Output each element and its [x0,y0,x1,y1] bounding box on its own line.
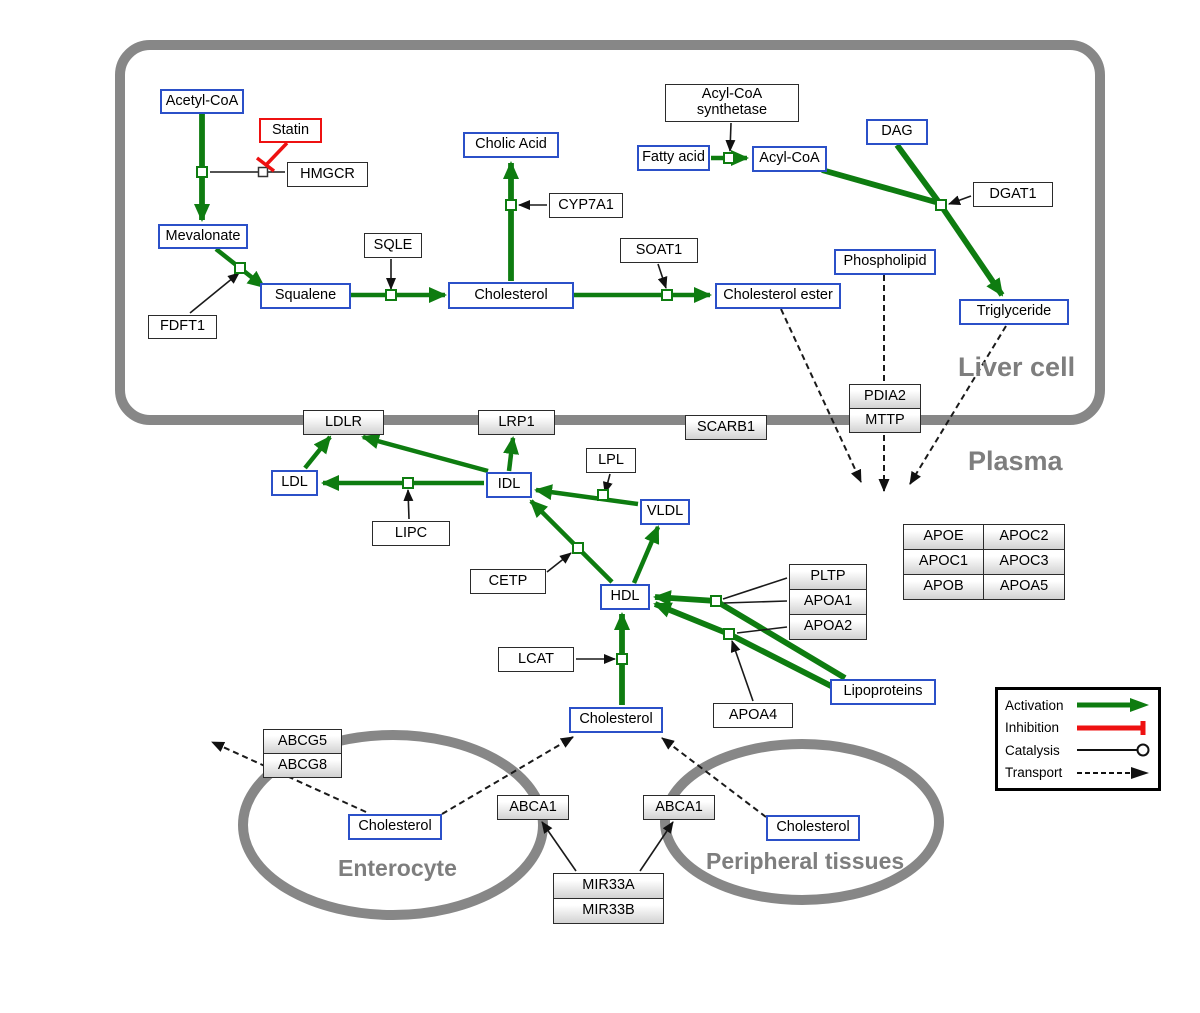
liver-cell-outline [115,40,1105,425]
legend-transport-label: Transport [1005,765,1063,781]
legend-row-catalysis: Catalysis [1005,742,1151,758]
node-lipoproteins[interactable]: Lipoproteins [830,679,936,705]
node-cyp7a1[interactable]: CYP7A1 [549,193,623,218]
node-lpl[interactable]: LPL [586,448,636,473]
node-mir33a[interactable]: MIR33A [553,873,664,899]
node-phospholipid[interactable]: Phospholipid [834,249,936,275]
node-vldl[interactable]: VLDL [640,499,690,525]
node-apoc2[interactable]: APOC2 [983,524,1065,550]
node-mevalonate[interactable]: Mevalonate [158,224,248,249]
node-idl[interactable]: IDL [486,472,532,498]
inhibition-tbar-glyph [1077,720,1146,735]
node-cholesterol-enterocyte[interactable]: Cholesterol [348,814,442,840]
node-hdl[interactable]: HDL [600,584,650,610]
node-dag[interactable]: DAG [866,119,928,145]
legend-row-inhibition: Inhibition [1005,720,1151,736]
node-lipc[interactable]: LIPC [372,521,450,546]
node-fdft1[interactable]: FDFT1 [148,315,217,339]
node-pltp[interactable]: PLTP [789,564,867,590]
liver-cell-label: Liver cell [958,352,1076,382]
legend: Activation Inhibition Catalysis Transpor… [995,687,1161,791]
catalysis-circle-glyph [1077,743,1150,757]
node-ldlr[interactable]: LDLR [303,410,384,435]
enterocyte-label: Enterocyte [338,855,457,881]
node-cetp[interactable]: CETP [470,569,546,594]
node-cholic-acid[interactable]: Cholic Acid [463,132,559,158]
node-pdia2[interactable]: PDIA2 [849,384,921,409]
node-mttp[interactable]: MTTP [849,408,921,433]
node-lcat[interactable]: LCAT [498,647,574,672]
hmgcr-catalysis-port [257,166,269,178]
node-apoe[interactable]: APOE [903,524,984,550]
node-cholesterol-liver[interactable]: Cholesterol [448,282,574,309]
node-abca1-left[interactable]: ABCA1 [497,795,569,820]
peripheral-tissues-label: Peripheral tissues [706,848,905,874]
node-apoa5[interactable]: APOA5 [983,574,1065,600]
node-abcg5[interactable]: ABCG5 [263,729,342,754]
node-hmgcr[interactable]: HMGCR [287,162,368,187]
node-apoa2[interactable]: APOA2 [789,614,867,640]
node-ldl[interactable]: LDL [271,470,318,496]
node-fatty-acid[interactable]: Fatty acid [637,145,710,171]
node-triglyceride[interactable]: Triglyceride [959,299,1069,325]
node-cholesterol-plasma[interactable]: Cholesterol [569,707,663,733]
legend-row-activation: Activation [1005,697,1151,713]
node-dgat1[interactable]: DGAT1 [973,182,1053,207]
activation-arrow-glyph [1077,698,1149,713]
node-apoa4[interactable]: APOA4 [713,703,793,728]
node-apob[interactable]: APOB [903,574,984,600]
node-statin[interactable]: Statin [259,118,322,143]
node-scarb1[interactable]: SCARB1 [685,415,767,440]
plasma-label: Plasma [968,446,1063,476]
transport-arrow-glyph [1077,766,1149,779]
node-apoc1[interactable]: APOC1 [903,549,984,575]
legend-catalysis-label: Catalysis [1005,742,1060,758]
inhibition-edge [255,141,289,173]
reaction-nodes [196,152,947,665]
legend-row-transport: Transport [1005,765,1151,781]
legend-activation-label: Activation [1005,697,1064,713]
node-soat1[interactable]: SOAT1 [620,238,698,263]
node-lrp1[interactable]: LRP1 [478,410,555,435]
node-acetyl-coa[interactable]: Acetyl-CoA [160,89,244,114]
node-abca1-right[interactable]: ABCA1 [643,795,715,820]
node-mir33b[interactable]: MIR33B [553,898,664,924]
node-apoc3[interactable]: APOC3 [983,549,1065,575]
node-abcg8[interactable]: ABCG8 [263,753,342,778]
legend-inhibition-label: Inhibition [1005,720,1060,736]
node-apoa1[interactable]: APOA1 [789,589,867,615]
node-cholesterol-ester[interactable]: Cholesterol ester [715,283,841,309]
node-cholesterol-peripheral[interactable]: Cholesterol [766,815,860,841]
node-acyl-coa-synthetase[interactable]: Acyl-CoA synthetase [665,84,799,122]
node-acyl-coa[interactable]: Acyl-CoA [752,146,827,172]
node-sqle[interactable]: SQLE [364,233,422,258]
node-squalene[interactable]: Squalene [260,283,351,309]
